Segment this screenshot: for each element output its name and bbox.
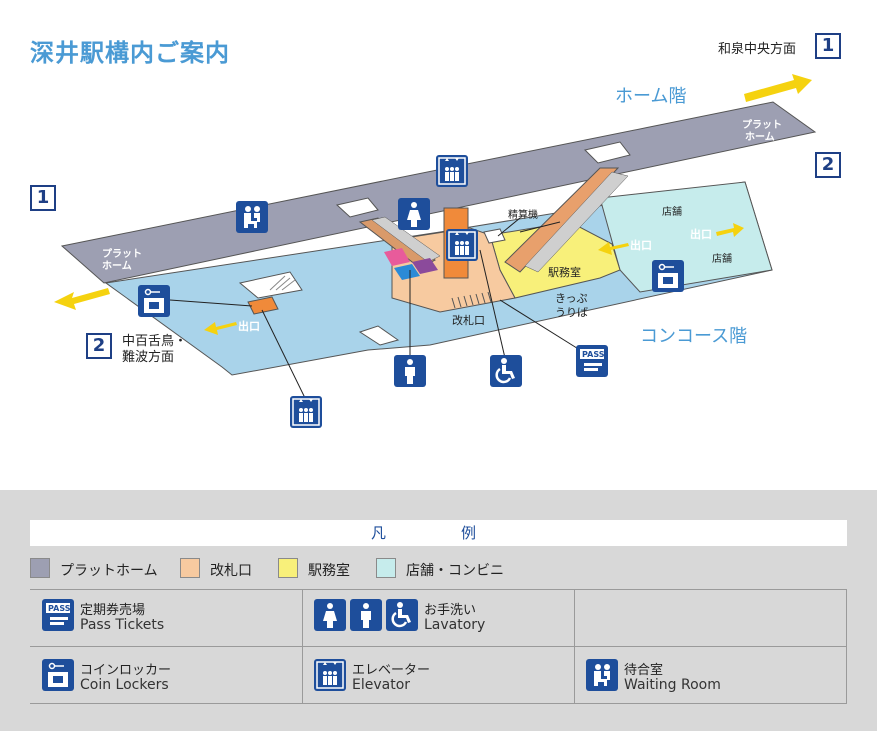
ticket-gate-label: 改札口 [452, 314, 485, 327]
exit-arrow-center [598, 242, 629, 255]
platform-right-label-2: ホーム [745, 132, 775, 143]
lavatory-women-icon [398, 198, 430, 230]
direction-nakamozu-label-2: 難波方面 [122, 350, 175, 365]
legend-swatch-platform [30, 558, 50, 578]
legend-lavatory-men-icon [350, 599, 382, 631]
escalator-left-steps [371, 216, 441, 263]
direction-nakamozu-label-1: 中百舌鳥・ [122, 334, 188, 349]
legend-locker-en: Coin Lockers [80, 677, 169, 693]
elevator-icon [446, 229, 478, 261]
legend-pass-en: Pass Tickets [80, 617, 165, 633]
pass-icon-text: PASS [582, 350, 605, 359]
elevator-icon [290, 396, 322, 428]
legend-elevator-jp: エレベーター [352, 663, 431, 678]
legend-elevator-icon [314, 659, 346, 691]
escalator-right [504, 167, 620, 273]
legend-waiting-jp: 待合室 [624, 663, 664, 678]
legend-divider [302, 589, 303, 703]
legend-pass-ticket-icon: PASS [42, 599, 74, 631]
legend-divider [30, 589, 847, 590]
legend-divider [846, 589, 847, 703]
platform-left-label-2: ホーム [102, 261, 132, 272]
legend-swatch-gate [180, 558, 200, 578]
legend-coin-locker-icon [42, 659, 74, 691]
legend-lavatory-en: Lavatory [424, 617, 486, 633]
escalator-opening [584, 141, 631, 164]
legend-lavatory-jp: お手洗い [424, 603, 477, 618]
ticket-office-label-1: きっぷ [555, 292, 588, 305]
legend-swatch-office [278, 558, 298, 578]
direction-arrow-izumi [744, 74, 812, 102]
stair-opening [335, 197, 379, 218]
elevator-icon [436, 155, 468, 187]
ticket-office-label-2: うりば [555, 306, 588, 319]
locker-spot [247, 296, 279, 315]
legend-waiting-room-icon [586, 659, 618, 691]
exit-label-right: 出口 [690, 228, 712, 241]
exit-arrow-left [204, 322, 237, 335]
lavatory-women [384, 248, 410, 266]
pass-ticket-icon: PASS [576, 345, 608, 377]
station-map [54, 74, 817, 399]
platform-number-2-right: 2 [815, 152, 841, 178]
leader-lines [169, 217, 581, 399]
legend-elevator-en: Elevator [352, 677, 411, 693]
legend-swatch-shop [376, 558, 396, 578]
legend-label-shop: 店舗・コンビニ [406, 563, 504, 579]
lavatory-accessible [412, 258, 438, 274]
legend-divider [30, 646, 847, 647]
legend-title: 凡 例 [30, 520, 847, 546]
platform-right-label-1: プラット [742, 120, 782, 131]
legend-pass-icon-text: PASS [48, 604, 71, 613]
lavatory-men-icon [394, 355, 426, 387]
legend-divider [30, 703, 847, 704]
exit-label-center: 出口 [630, 239, 652, 252]
shop-label-bottom: 店舗 [712, 254, 732, 265]
fare-adjustment-label: 精算機 [508, 210, 538, 221]
direction-izumi-label: 和泉中央方面 [718, 42, 797, 57]
concourse-notch [358, 325, 400, 346]
legend-label-platform: プラットホーム [60, 563, 158, 579]
fare-machine-spot [483, 228, 506, 244]
station-office-label: 駅務室 [548, 266, 581, 279]
stairs-left [238, 271, 303, 299]
platform-number-1-top: 1 [815, 33, 841, 59]
level-platform-label: ホーム階 [615, 86, 687, 107]
lavatory-men [394, 264, 420, 280]
legend-label-office: 駅務室 [308, 563, 350, 579]
shop-label-top: 店舗 [662, 207, 682, 218]
level-concourse-label: コンコース階 [640, 326, 748, 347]
page-title: 深井駅構内ご案内 [30, 39, 230, 67]
legend-locker-jp: コインロッカー [80, 663, 172, 678]
coin-locker-icon [138, 285, 170, 317]
direction-arrow-nakamozu [54, 288, 110, 310]
legend-lavatory-women-icon [314, 599, 346, 631]
legend-pass-jp: 定期券売場 [80, 603, 146, 618]
legend-waiting-en: Waiting Room [624, 677, 721, 693]
platform-left-label-1: プラット [102, 249, 142, 260]
coin-locker-icon [652, 260, 684, 292]
stairs-left-steps [269, 275, 296, 291]
platform-number-1-left: 1 [30, 185, 56, 211]
exit-arrow-right [716, 223, 744, 237]
legend-divider [574, 589, 575, 703]
exit-label-left: 出口 [238, 320, 260, 333]
legend-label-gate: 改札口 [210, 563, 252, 579]
platform-number-2-left: 2 [86, 333, 112, 359]
escalator-right-steps [524, 171, 629, 273]
platform-deck [60, 101, 817, 284]
legend-accessible-icon [386, 599, 418, 631]
accessible-toilet-icon [490, 355, 522, 387]
gate-slits [451, 291, 492, 309]
waiting-room-icon [236, 201, 268, 233]
